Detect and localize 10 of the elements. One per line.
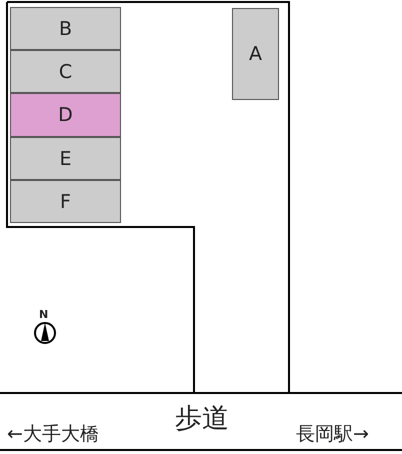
direction-label: 長岡駅→	[296, 425, 369, 444]
direction-label: ←大手大橋	[7, 425, 99, 444]
parking-space: E	[10, 137, 121, 180]
parking-space: D	[10, 93, 121, 137]
street-label: 歩道	[175, 405, 229, 432]
parking-space: C	[10, 50, 121, 93]
parking-space: B	[10, 7, 121, 50]
north-label: N	[39, 309, 48, 320]
parking-space: A	[232, 8, 279, 100]
parking-space: F	[10, 180, 121, 223]
